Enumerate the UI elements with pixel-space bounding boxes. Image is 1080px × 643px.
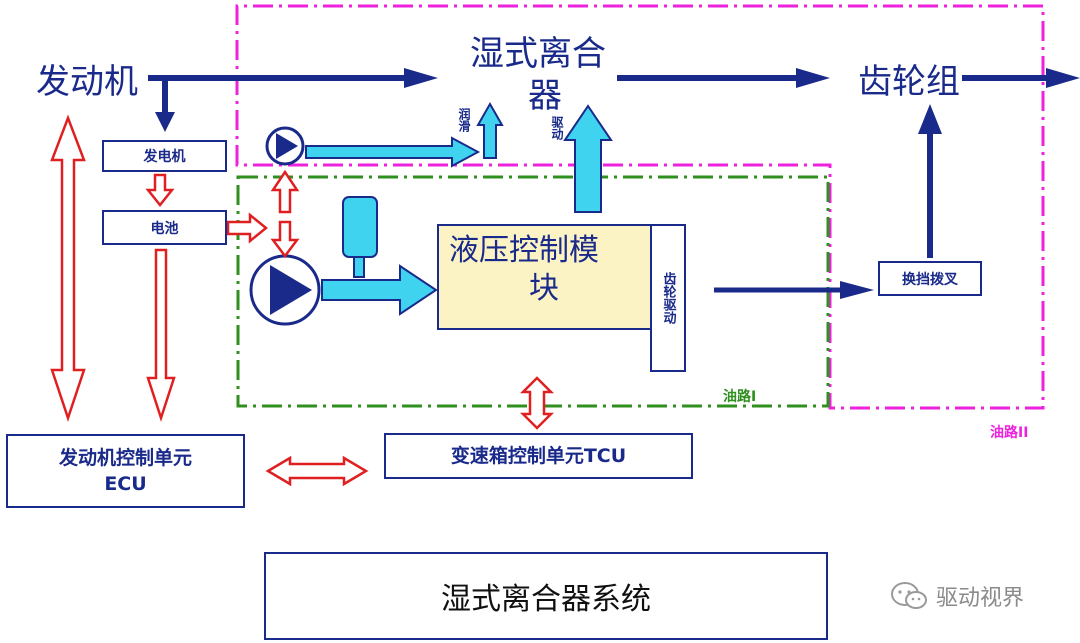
power-flow-arrows: [148, 68, 1080, 299]
hydraulic-arrows: [305, 101, 613, 316]
clutch-label-line2: 器: [528, 76, 562, 116]
oil-path-2-boundary: [235, 4, 1045, 410]
engine-label: 发动机: [36, 62, 138, 102]
hydraulic-label-line1: 液压控制模: [449, 233, 599, 268]
tcu-box: 变速箱控制单元TCU: [384, 433, 693, 479]
lubrication-label: 润滑: [457, 108, 471, 132]
ecu-box: 发动机控制单元 ECU: [6, 434, 245, 508]
clutch-label-line1: 湿式离合: [470, 34, 606, 74]
watermark-label: 驱动视界: [936, 586, 1025, 611]
watermark: 驱动视界: [890, 580, 1024, 612]
gear-drive-label: 齿轮驱动: [660, 272, 676, 324]
battery-label: 电池: [150, 220, 179, 237]
gear-drive-box: 齿轮驱动: [650, 224, 686, 372]
shift-fork-label: 换挡拨叉: [902, 271, 958, 288]
large-pump-icon: [249, 254, 321, 326]
electrical-arrows: [50, 114, 555, 487]
battery-box: 电池: [102, 210, 227, 245]
shift-fork-box: 换挡拨叉: [878, 261, 982, 296]
generator-label: 发电机: [143, 149, 186, 165]
wechat-icon: [891, 582, 927, 609]
tcu-label: 变速箱控制单元TCU: [450, 445, 627, 467]
oil-path-2-label: 油路II: [990, 425, 1029, 441]
hydraulic-label-line2: 块: [529, 271, 559, 306]
drive-label: 驱动: [550, 116, 564, 140]
hydraulic-control-module: 液压控制模 块: [437, 224, 652, 330]
caption-box: 湿式离合器系统: [264, 552, 828, 640]
gearset-label: 齿轮组: [858, 62, 960, 102]
caption-label: 湿式离合器系统: [441, 582, 651, 617]
ecu-label-line2: ECU: [104, 473, 147, 495]
ecu-label-line1: 发动机控制单元: [58, 447, 192, 469]
generator-box: 发电机: [102, 140, 227, 172]
small-pump-icon: [265, 126, 305, 166]
oil-path-1-label: 油路I: [723, 389, 757, 405]
